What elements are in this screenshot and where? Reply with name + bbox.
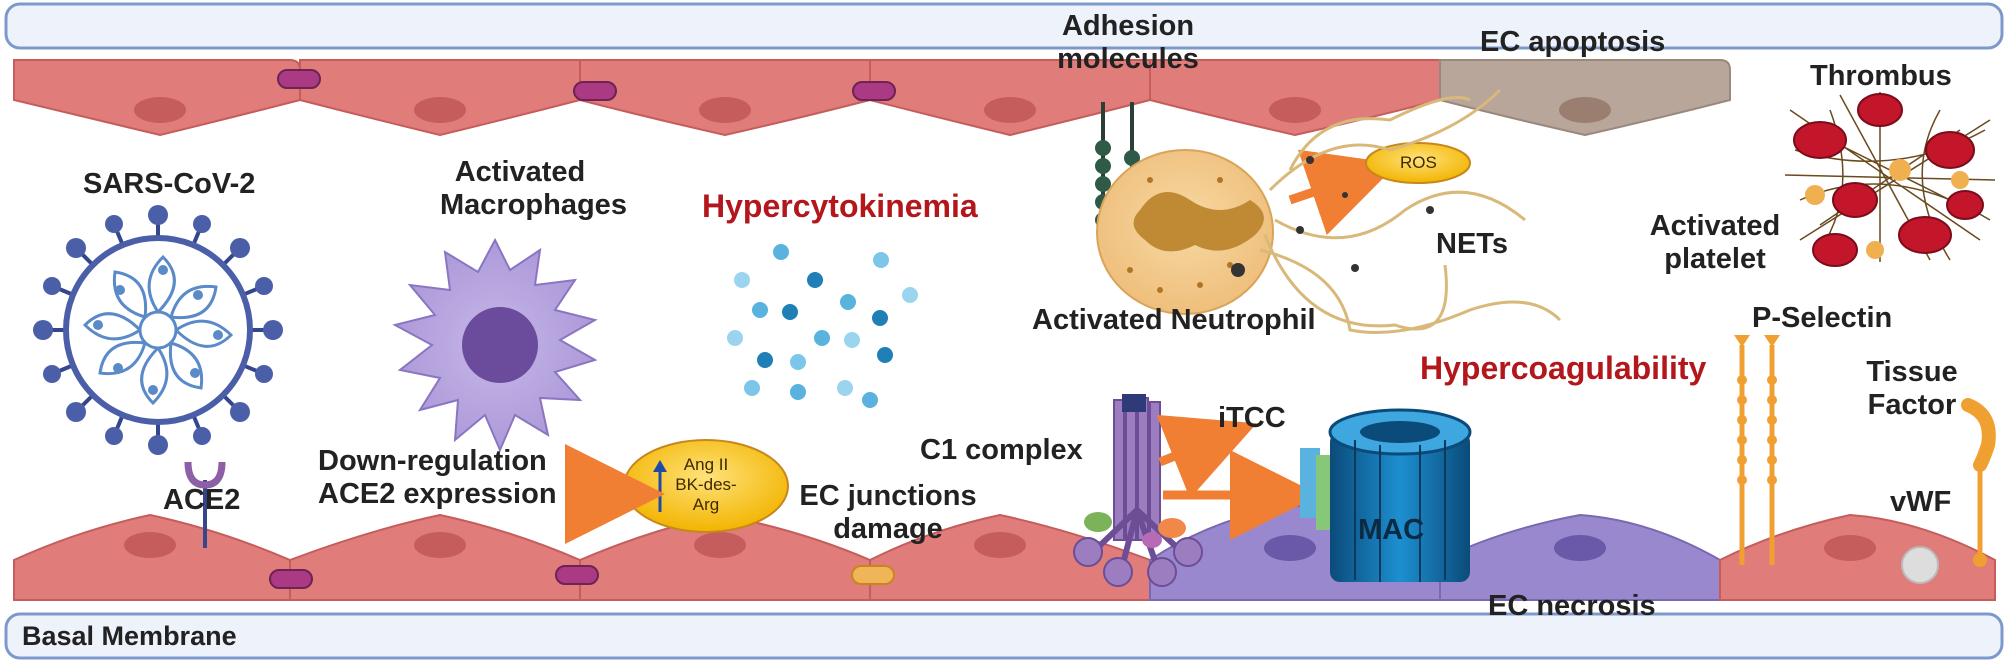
label-tissue-line-1: Tissue [1866,356,1958,388]
label-ec-junctions-line-2: damage [833,513,943,545]
label-macro-line-2: Macrophages [440,189,627,221]
label-downregulation: Down-regulation ACE2 expression [318,445,557,511]
label-ace2: ACE2 [163,484,241,516]
bottom-endothelial-layer [13,503,1996,601]
mac-complex [1300,408,1472,582]
arrow-to-itcc [1156,414,1257,499]
basal-membrane [4,612,2004,660]
label-basal-membrane: Basal Membrane [22,621,237,651]
label-c1-complex: C1 complex [920,434,1083,466]
label-ec-apoptosis: EC apoptosis [1480,26,1666,58]
label-itcc: iTCC [1218,402,1286,434]
activated-macrophage [392,237,598,453]
label-downreg-line-2: ACE2 expression [318,478,557,510]
activated-neutrophil [1096,149,1274,315]
label-platelet-line-2: platelet [1664,243,1766,275]
label-activated-neutrophil: Activated Neutrophil [1032,304,1316,336]
top-membrane [4,2,2004,50]
label-vwf: vWF [1890,486,1952,518]
label-platelet-line-1: Activated [1649,210,1781,242]
label-mac: MAC [1358,514,1425,546]
label-activated-platelet: Activated platelet [1640,210,1790,276]
label-ang-line-2: BK-des- [675,475,737,494]
ros-ellipse [1365,142,1471,184]
label-ros: ROS [1400,153,1437,172]
label-thrombus: Thrombus [1810,60,1952,92]
label-activated-macrophages: Activated Macrophages [440,156,627,222]
label-hypercoagulability: Hypercoagulability [1420,350,1707,386]
arrow-to-ros [1288,149,1398,236]
label-ang-line-1: Ang II [683,455,729,474]
label-adhesion-line-2: molecules [1057,43,1199,75]
label-nets: NETs [1436,228,1508,260]
label-ec-junctions: EC junctions damage [798,480,978,546]
label-ec-junctions-line-1: EC junctions [799,480,977,512]
sars-cov-2-virion [33,205,283,455]
label-adhesion-line-1: Adhesion [1061,10,1195,42]
c1-complex [1073,394,1203,587]
label-macro-line-1: Activated [454,156,586,188]
label-tissue-line-2: Factor [1867,389,1957,421]
tissue-factor [1961,398,1996,567]
label-p-selectin: P-Selectin [1752,302,1893,334]
label-sars-cov-2: SARS-CoV-2 [83,168,256,200]
label-ec-necrosis: EC necrosis [1488,590,1656,622]
label-ang-line-3: Arg [692,495,720,514]
label-adhesion-molecules: Adhesion molecules [1038,10,1218,76]
thrombus [1784,92,1996,267]
top-endothelial-layer [13,59,1731,137]
label-hypercytokinemia: Hypercytokinemia [702,188,978,224]
ace2-receptor [184,461,226,548]
label-tissue-factor: Tissue Factor [1862,356,1962,422]
label-downreg-line-1: Down-regulation [318,445,547,477]
cytokine-cloud [727,244,918,408]
p-selectin [1734,335,1780,565]
nets-strands [1231,88,1562,334]
label-ang-ii-content: Ang II BK-des- Arg [660,455,752,515]
